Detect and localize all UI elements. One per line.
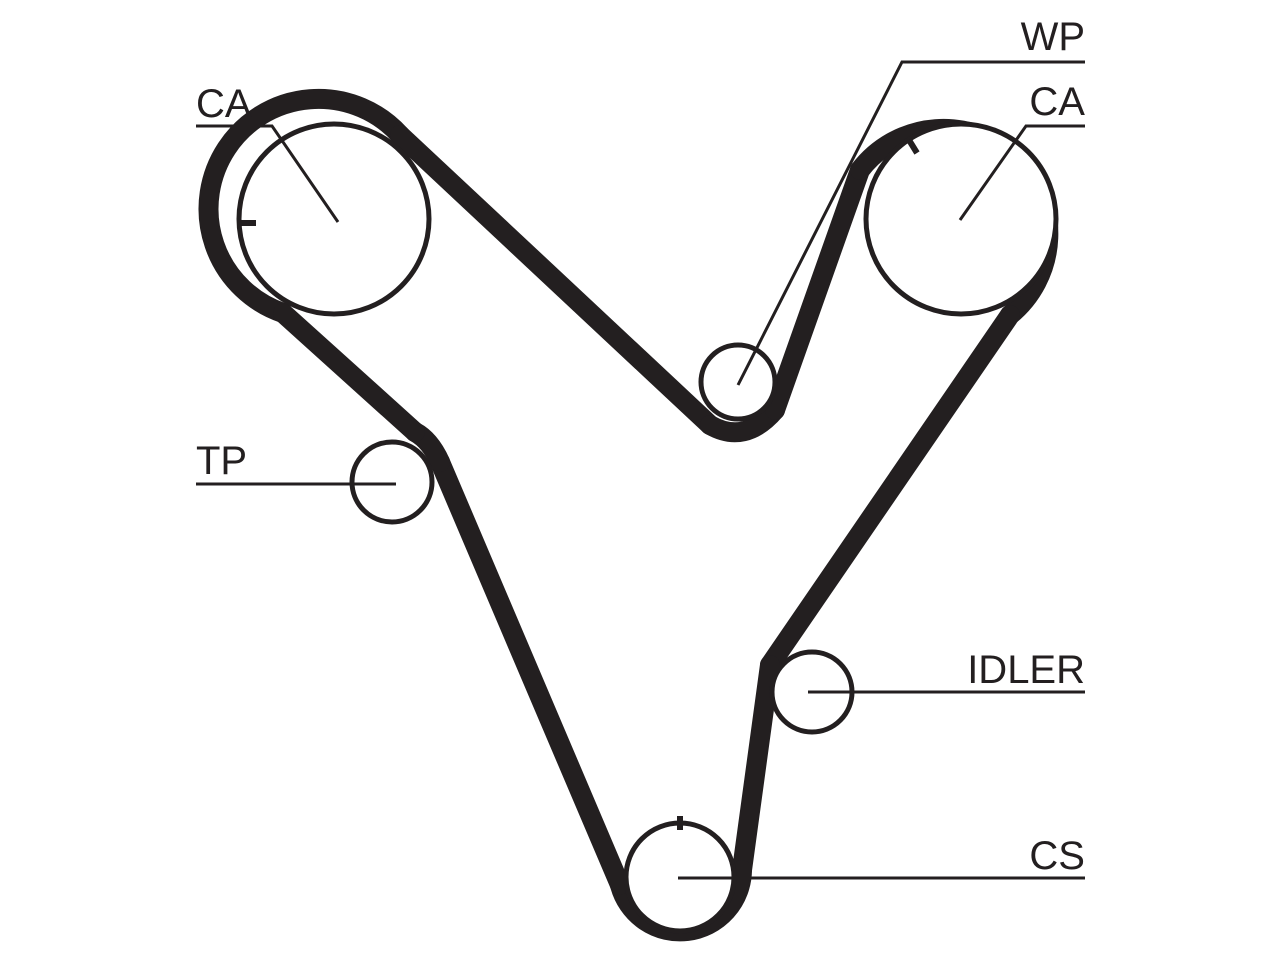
labels: CA WP CA TP IDLER CS (196, 15, 1085, 878)
label-cs: CS (1029, 834, 1085, 878)
label-idler: IDLER (967, 648, 1085, 692)
leader-lines (196, 60, 1085, 880)
belt-span-wp-to-ca-right (765, 160, 870, 420)
pulleys (236, 121, 1059, 934)
label-ca-right: CA (1029, 80, 1085, 124)
label-ca-left: CA (196, 82, 252, 126)
pulley-tp (349, 439, 435, 525)
belt-span-ca-left-to-wp (390, 125, 720, 435)
label-wp: WP (1021, 15, 1085, 59)
leader-wp (736, 60, 1085, 386)
belt-span-cs-to-tp (430, 452, 630, 895)
belt-span-idler-to-cs (732, 655, 780, 880)
belt-wrap-ca-left (198, 88, 410, 323)
label-tp: TP (196, 439, 247, 483)
timing-mark-ca-right (906, 138, 920, 155)
belt-span-ca-right-to-idler (760, 305, 1020, 675)
leader-ca-left (196, 124, 340, 223)
belt-span-tp-to-ca-left (273, 303, 425, 442)
pulley-ca-left (236, 121, 432, 317)
leader-ca-right (958, 124, 1085, 221)
